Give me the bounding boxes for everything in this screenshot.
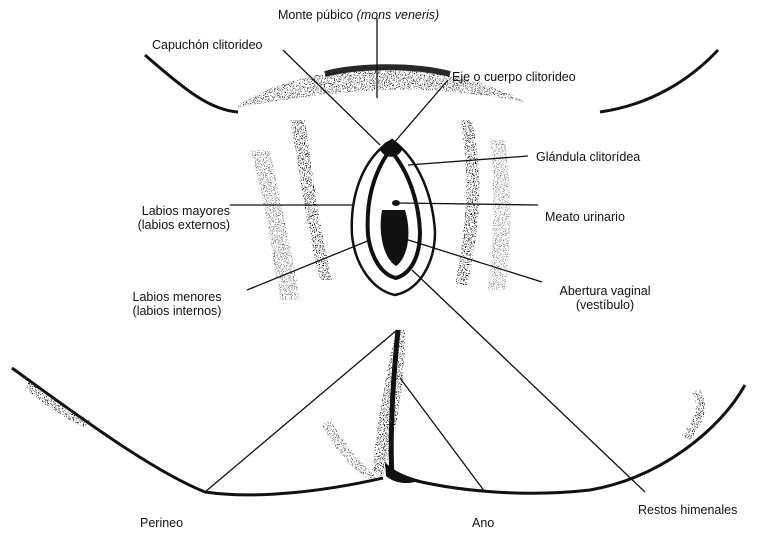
- label-abertura: Abertura vaginal (vestíbulo): [540, 284, 670, 312]
- label-perineo: Perineo: [140, 516, 183, 530]
- label-monte-pubico-latin: (mons veneris): [357, 8, 440, 22]
- label-glandula-text: Glándula clitorídea: [536, 150, 640, 164]
- label-perineo-text: Perineo: [140, 516, 183, 530]
- right-buttock-shading: [682, 390, 705, 440]
- label-capuchon-text: Capuchón clitorideo: [152, 38, 263, 52]
- label-restos-text: Restos himenales: [638, 503, 737, 517]
- label-monte-pubico: Monte púbico (mons veneris): [278, 8, 439, 22]
- urinary-meatus: [392, 200, 400, 206]
- left-buttock-shading: [25, 380, 90, 428]
- label-labios-mayores-line2: (labios externos): [100, 218, 230, 232]
- label-eje-text: Eje o cuerpo clitorideo: [452, 70, 576, 84]
- left-thigh-outline: [145, 55, 238, 112]
- label-labios-mayores-line1: Labios mayores: [100, 204, 230, 218]
- label-meato: Meato urinario: [545, 210, 625, 224]
- left-groin-shading: [290, 120, 332, 280]
- perineal-raphe-shading: [372, 330, 405, 478]
- label-ano: Ano: [472, 516, 494, 530]
- label-eje: Eje o cuerpo clitorideo: [452, 70, 576, 84]
- label-abertura-line1: Abertura vaginal: [540, 284, 670, 298]
- label-meato-text: Meato urinario: [545, 210, 625, 224]
- label-abertura-line2: (vestíbulo): [540, 298, 670, 312]
- right-groin-shading: [455, 120, 479, 285]
- label-labios-menores-line1: Labios menores: [112, 290, 242, 304]
- vestibule: [381, 210, 409, 266]
- label-labios-menores: Labios menores (labios internos): [112, 290, 242, 318]
- left-speckle: [250, 150, 300, 300]
- label-monte-pubico-text: Monte púbico: [278, 8, 353, 22]
- label-labios-mayores: Labios mayores (labios externos): [100, 204, 230, 232]
- perineum-left-shade: [322, 420, 380, 480]
- right-thigh-outline: [600, 50, 718, 112]
- label-capuchon: Capuchón clitorideo: [152, 38, 263, 52]
- clitoral-hood: [380, 141, 402, 157]
- right-buttock: [405, 385, 745, 493]
- right-speckle: [488, 140, 510, 290]
- label-labios-menores-line2: (labios internos): [112, 304, 242, 318]
- label-glandula: Glándula clitorídea: [536, 150, 640, 164]
- label-restos: Restos himenales: [638, 503, 737, 517]
- label-ano-text: Ano: [472, 516, 494, 530]
